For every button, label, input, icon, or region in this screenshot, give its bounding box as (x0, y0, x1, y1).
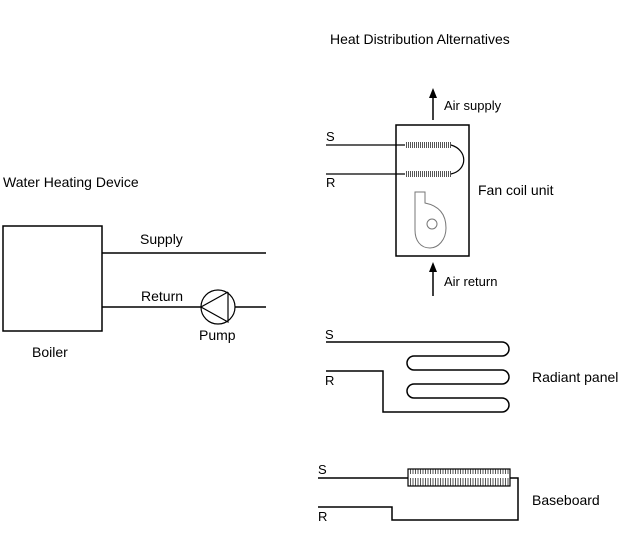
return-label: Return (141, 288, 184, 304)
coil-bend (450, 144, 465, 175)
radiant-panel-label: Radiant panel (532, 369, 619, 385)
pump-icon (199, 289, 236, 325)
air-return-label: Air return (444, 274, 498, 289)
fan-coil-label: Fan coil unit (478, 182, 554, 198)
coil-top-icon (405, 142, 451, 148)
supply-label: Supply (140, 231, 183, 247)
boiler-label: Boiler (32, 344, 68, 360)
coil-bottom-icon (405, 171, 451, 177)
radiant-r-label: R (325, 373, 335, 388)
baseboard-r-label: R (318, 509, 328, 524)
air-supply-label: Air supply (444, 98, 502, 113)
pump-label: Pump (199, 327, 236, 343)
air-supply-arrow-icon (429, 88, 437, 120)
baseboard-s-label: S (318, 462, 327, 477)
boiler-box (2, 225, 103, 332)
baseboard-label: Baseboard (532, 492, 600, 508)
radiant-s-label: S (325, 327, 334, 342)
radiant-panel-pipe (326, 341, 510, 413)
baseboard-r-pipe (318, 477, 519, 521)
air-return-arrow-icon (429, 262, 437, 296)
fan-coil-box (395, 124, 470, 257)
heat-distribution-title: Heat Distribution Alternatives (330, 31, 510, 47)
fan-coil-r-label: R (326, 175, 336, 190)
baseboard-heater-icon (407, 468, 511, 487)
fan-coil-s-label: S (326, 129, 335, 144)
fan-blower-icon (414, 191, 447, 249)
water-heating-title: Water Heating Device (3, 174, 139, 190)
